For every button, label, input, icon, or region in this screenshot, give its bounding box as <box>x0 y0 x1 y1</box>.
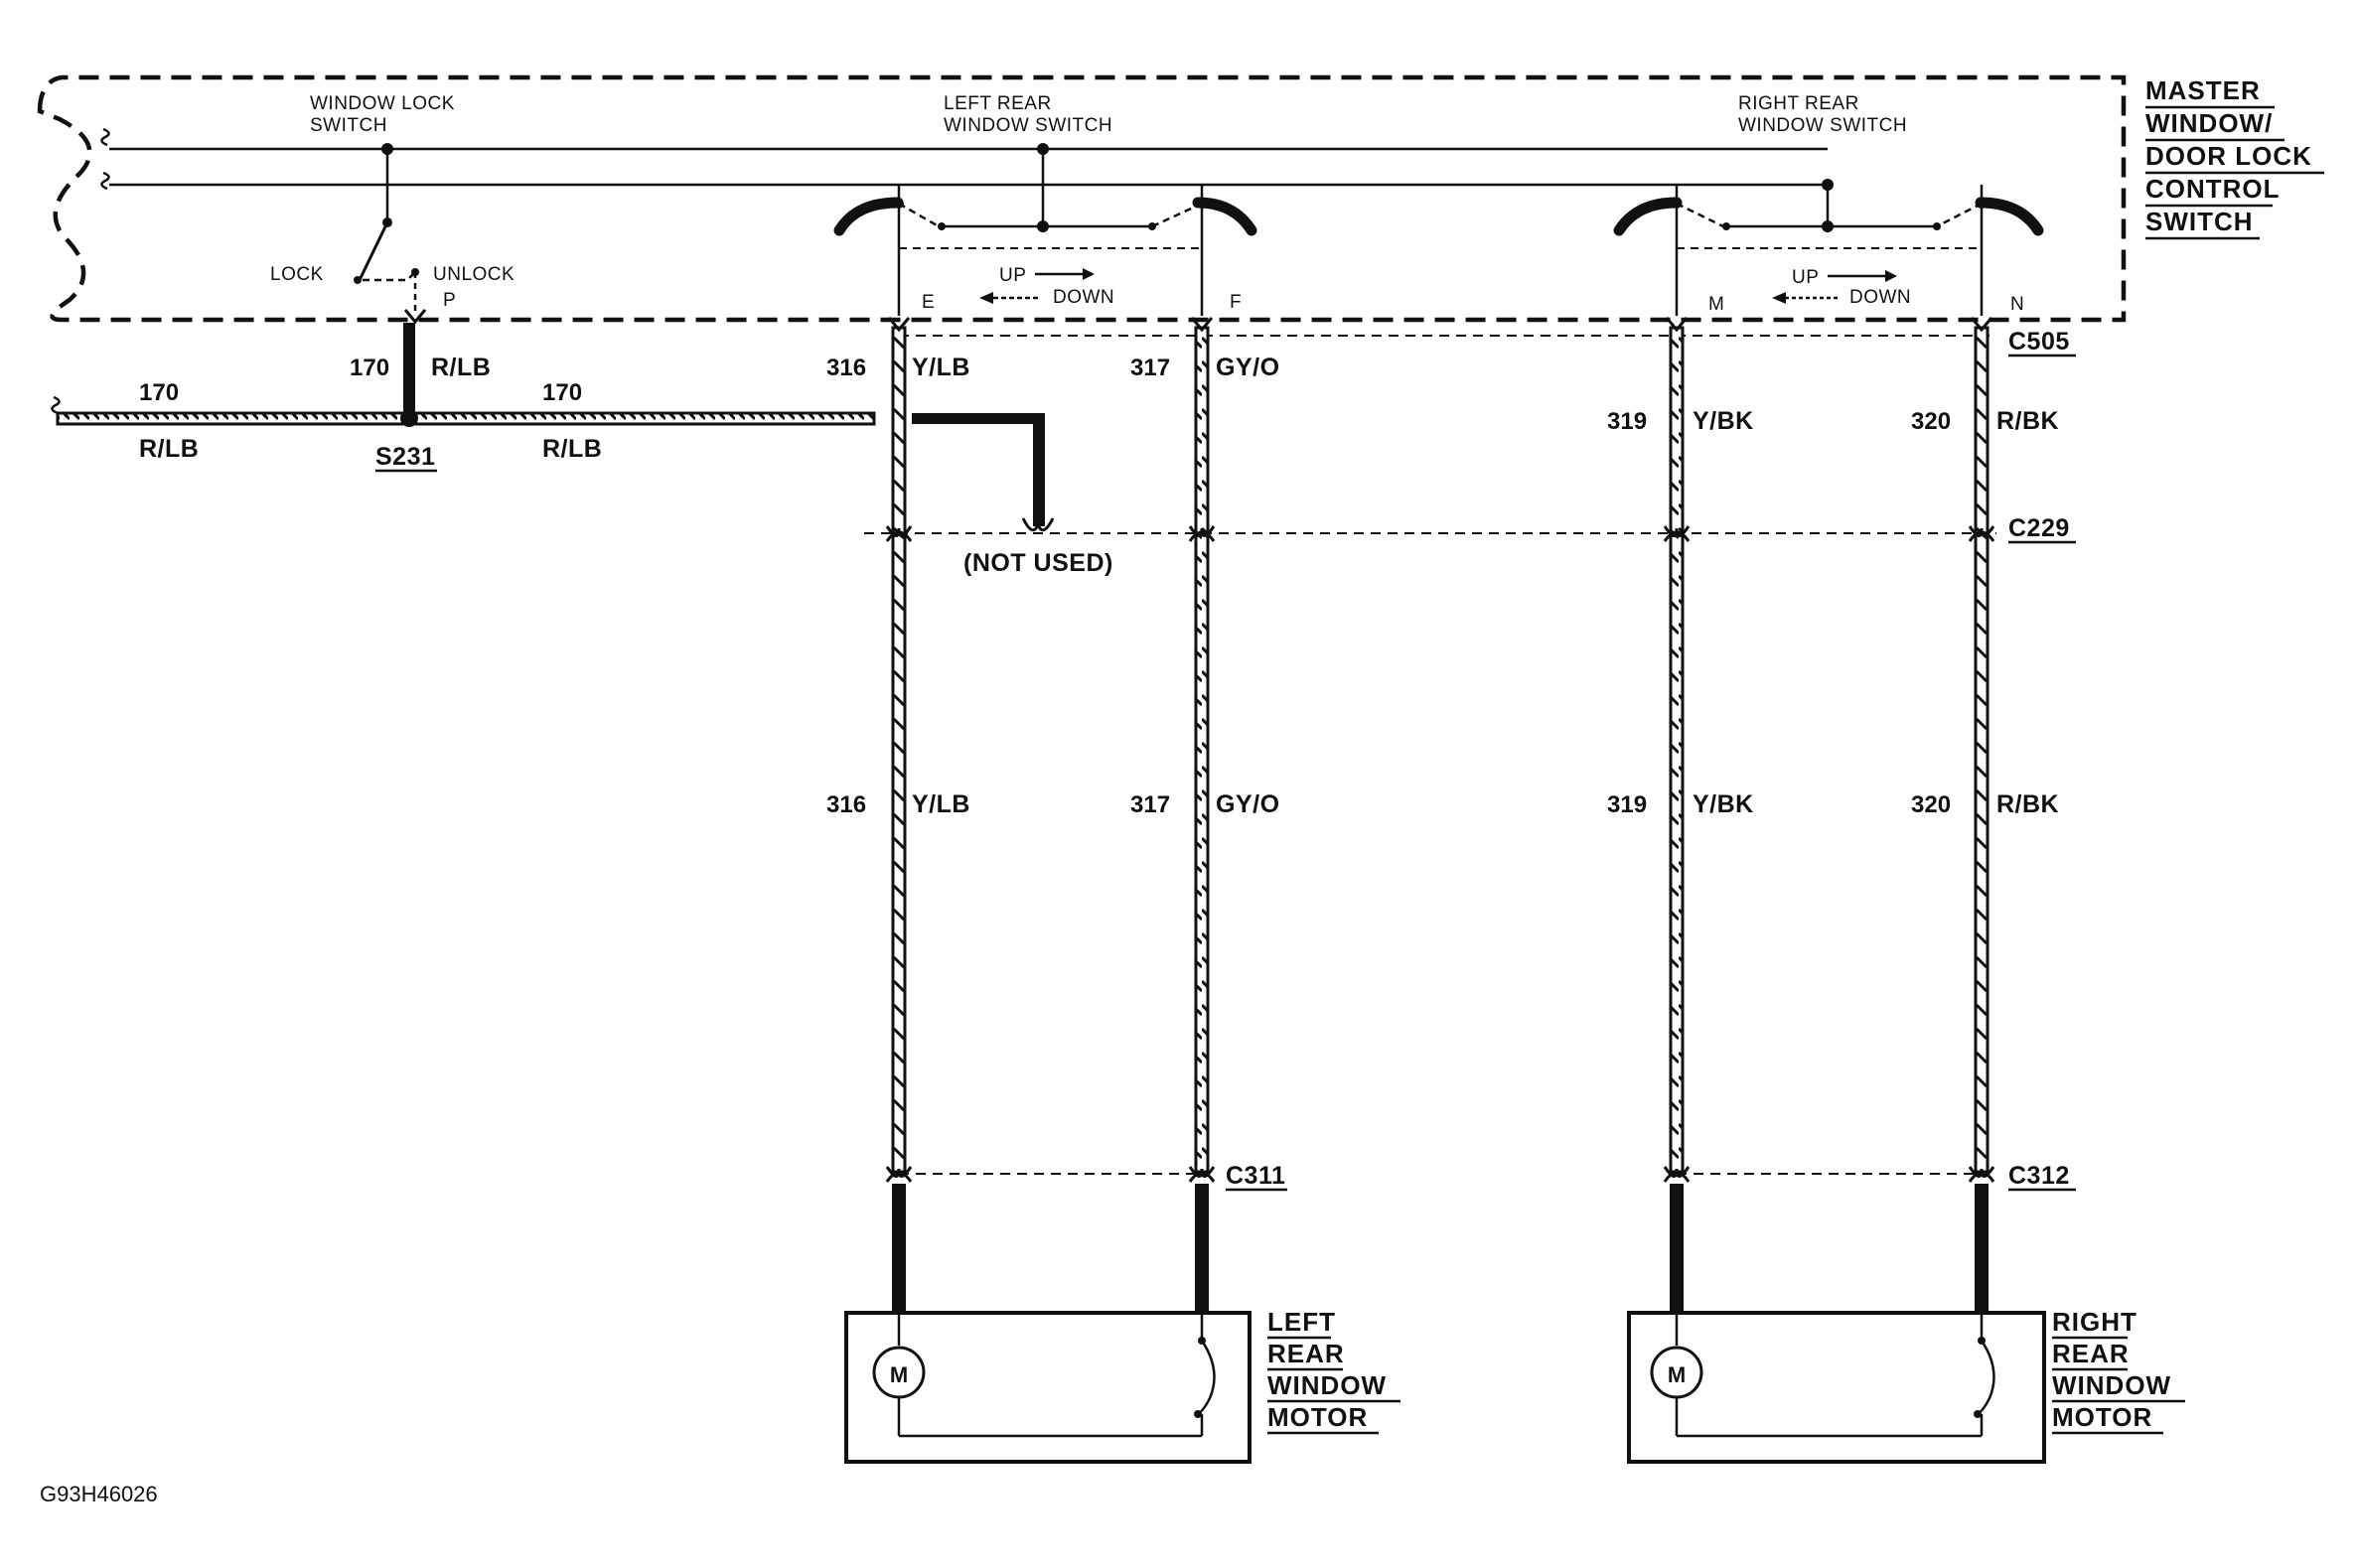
circuit-170-left-number: 170 <box>139 379 179 406</box>
left-motor-label-4: MOTOR <box>1267 1402 1368 1432</box>
figure-code: G93H46026 <box>40 1482 158 1506</box>
unlock-label: UNLOCK <box>433 264 515 285</box>
window-lock-switch: WINDOW LOCK SWITCH LOCK UNLOCK P <box>270 93 515 325</box>
module-title-line-5: SWITCH <box>2145 207 2254 236</box>
left-rear-switch-rocker-left <box>833 197 904 236</box>
left-motor-label-1: LEFT <box>1267 1307 1336 1337</box>
right-rear-switch-label-2: WINDOW SWITCH <box>1738 115 1907 136</box>
wire-320 <box>1974 326 1990 1174</box>
wire-317-color-bottom: GY/O <box>1216 790 1280 818</box>
bus-junction-dots <box>381 143 1834 232</box>
window-lock-switch-label-2: SWITCH <box>310 115 387 136</box>
wire-317-number-bottom: 317 <box>1130 791 1170 818</box>
connector-pins <box>885 317 1995 1183</box>
wire-319-color-top: Y/BK <box>1693 407 1754 435</box>
window-lock-switch-label-1: WINDOW LOCK <box>310 93 455 114</box>
splice-s231-dot <box>400 409 418 427</box>
wire-319-color-bottom: Y/BK <box>1693 790 1754 818</box>
module-title-line-4: CONTROL <box>2145 174 2281 204</box>
wire-316-color-bottom: Y/LB <box>912 790 970 818</box>
left-rear-down-label: DOWN <box>1053 287 1114 308</box>
right-rear-window-switch: RIGHT REAR WINDOW SWITCH UP DOWN M N <box>1613 93 2044 316</box>
wire-320-color-top: R/BK <box>1996 407 2059 435</box>
wire-316-number-top: 316 <box>826 355 866 381</box>
lock-label: LOCK <box>270 264 324 285</box>
wire-319-number-bottom: 319 <box>1607 791 1647 818</box>
wire-316-number-bottom: 316 <box>826 791 866 818</box>
right-rear-down-label: DOWN <box>1849 287 1911 308</box>
connector-c311-label: C311 <box>1226 1162 1285 1190</box>
left-motor-m-label: M <box>890 1362 908 1387</box>
connector-lines <box>864 335 1996 1175</box>
right-rear-window-motor: M RIGHT REAR WINDOW MOTOR <box>1627 1307 2185 1464</box>
circuit-170-left-color: R/LB <box>139 435 199 463</box>
left-rear-switch-label-1: LEFT REAR <box>944 93 1052 114</box>
module-title-line-1: MASTER <box>2145 75 2261 105</box>
left-rear-switch-label-2: WINDOW SWITCH <box>944 115 1112 136</box>
right-rear-switch-rocker-left <box>1613 197 1683 236</box>
right-motor-label-1: RIGHT <box>2052 1307 2137 1337</box>
circuit-170: 170 R/LB 170 R/LB 170 R/LB S231 (NOT USE… <box>51 323 1113 577</box>
pin-n-label: N <box>2010 294 2024 315</box>
wire-320-color-bottom: R/BK <box>1996 790 2059 818</box>
wire-317 <box>1194 326 1210 1174</box>
circuit-170-right-color: R/LB <box>542 435 602 463</box>
left-rear-switch-rocker-right <box>1192 197 1257 236</box>
wire-316 <box>891 326 907 1174</box>
splice-s231-label: S231 <box>375 443 435 471</box>
right-motor-label-3: WINDOW <box>2052 1370 2171 1400</box>
wire-319 <box>1669 326 1685 1174</box>
pin-e-label: E <box>922 292 935 313</box>
circuit-170-right-number: 170 <box>542 379 582 406</box>
internal-bus <box>100 127 1984 228</box>
right-motor-label-2: REAR <box>2052 1339 2130 1368</box>
not-used-label: (NOT USED) <box>963 549 1113 577</box>
connector-c312-label: C312 <box>2008 1162 2070 1190</box>
circuit-170-up-number: 170 <box>350 355 389 381</box>
left-rear-window-motor: M LEFT REAR WINDOW MOTOR <box>844 1307 1400 1464</box>
wire-labels: 316 Y/LB 317 GY/O 319 Y/BK 320 R/BK 316 … <box>826 354 2059 818</box>
wire-317-color-top: GY/O <box>1216 354 1280 381</box>
master-switch-module: MASTER WINDOW/ DOOR LOCK CONTROL SWITCH <box>37 74 2324 323</box>
wire-320-number-top: 320 <box>1911 408 1951 435</box>
wire-316-color-top: Y/LB <box>912 354 970 381</box>
module-outline <box>37 74 2127 323</box>
left-motor-label-2: REAR <box>1267 1339 1345 1368</box>
harness-wires <box>891 326 1990 1313</box>
connector-c229-label: C229 <box>2008 514 2070 542</box>
wire-320-number-bottom: 320 <box>1911 791 1951 818</box>
pin-m-label: M <box>1708 294 1724 315</box>
left-rear-up-label: UP <box>999 265 1026 286</box>
right-motor-m-label: M <box>1668 1362 1686 1387</box>
module-title-line-2: WINDOW/ <box>2145 108 2273 138</box>
wire-319-number-top: 319 <box>1607 408 1647 435</box>
wire-317-number-top: 317 <box>1130 355 1170 381</box>
circuit-170-up-color: R/LB <box>431 354 491 381</box>
right-rear-switch-rocker-right <box>1975 197 2044 236</box>
right-rear-up-label: UP <box>1792 267 1819 288</box>
module-title-line-3: DOOR LOCK <box>2145 141 2312 171</box>
right-rear-switch-label-1: RIGHT REAR <box>1738 93 1859 114</box>
left-motor-label-3: WINDOW <box>1267 1370 1387 1400</box>
pin-p-label: P <box>443 290 456 311</box>
right-motor-label-4: MOTOR <box>2052 1402 2152 1432</box>
left-rear-window-switch: LEFT REAR WINDOW SWITCH UP DOWN E F <box>833 93 1257 316</box>
connector-c505-label: C505 <box>2008 328 2070 356</box>
pin-f-label: F <box>1230 292 1242 313</box>
lock-switch-blade <box>358 221 389 281</box>
module-title-underlines <box>2145 105 2324 240</box>
connector-labels: C505 C229 C311 C312 <box>1226 328 2076 1192</box>
